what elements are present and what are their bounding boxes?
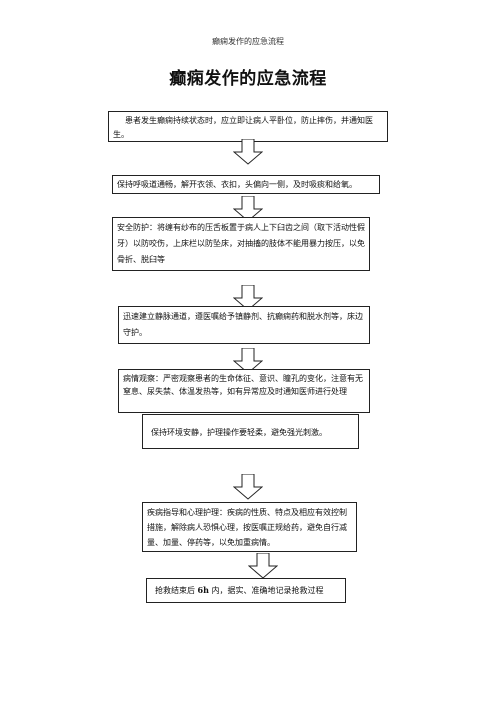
step-8-prefix: 抢救结束后 xyxy=(155,586,198,595)
page-title: 癫痫发作的应急流程 xyxy=(169,69,327,89)
step-6-text: 保持环境安静，护理操作要轻柔，避免强光刺激。 xyxy=(151,428,327,437)
step-2-box: 保持呼吸道通畅，解开衣领、衣扣，头偏向一侧，及时吸痰和给氧。 xyxy=(112,175,380,194)
arrow-down-icon xyxy=(233,285,263,311)
step-3-text: 安全防护：将缠有纱布的压舌板置于病人上下臼齿之间（取下活动性假牙）以防咬伤，上床… xyxy=(117,223,365,264)
arrow-down-icon xyxy=(233,196,263,222)
step-7-text: 疾病指导和心理护理：疾病的性质、特点及相应有效控制措施，解除病人恐惧心理，按医嘱… xyxy=(147,508,347,547)
step-8-suffix: 内，据实、准确地记录抢救过程 xyxy=(208,586,324,595)
step-8-box: 抢救结束后 6h 内，据实、准确地记录抢救过程 xyxy=(146,578,346,603)
step-5-text: 病情观察：严密观察患者的生命体征、意识、瞳孔的变化，注意有无窒息、尿失禁、体温发… xyxy=(123,374,363,396)
step-3-box: 安全防护：将缠有纱布的压舌板置于病人上下臼齿之间（取下活动性假牙）以防咬伤，上床… xyxy=(112,217,370,271)
arrow-down-icon xyxy=(248,553,278,579)
step-7-box: 疾病指导和心理护理：疾病的性质、特点及相应有效控制措施，解除病人恐惧心理，按医嘱… xyxy=(142,502,357,552)
page-header: 癫痫发作的应急流程 xyxy=(212,37,284,46)
step-5-box: 病情观察：严密观察患者的生命体征、意识、瞳孔的变化，注意有无窒息、尿失禁、体温发… xyxy=(118,369,370,413)
step-4-box: 迅速建立静脉通道，遵医嘱给予镇静剂、抗癫痫药和脱水剂等，床边守护。 xyxy=(118,306,370,344)
arrow-down-icon xyxy=(233,139,263,165)
step-4-text: 迅速建立静脉通道，遵医嘱给予镇静剂、抗癫痫药和脱水剂等，床边守护。 xyxy=(123,312,363,337)
step-8-bold: 6h xyxy=(197,585,209,595)
step-6-box: 保持环境安静，护理操作要轻柔，避免强光刺激。 xyxy=(142,414,359,449)
arrow-down-icon xyxy=(233,474,263,500)
arrow-down-icon xyxy=(233,348,263,374)
step-1-text: 患者发生癫痫持续状态时，应立即让病人平卧位，防止摔伤，并通知医生。 xyxy=(113,116,373,139)
step-1-box: 患者发生癫痫持续状态时，应立即让病人平卧位，防止摔伤，并通知医生。 xyxy=(108,111,388,142)
step-2-text: 保持呼吸道通畅，解开衣领、衣扣，头偏向一侧，及时吸痰和给氧。 xyxy=(117,180,357,189)
